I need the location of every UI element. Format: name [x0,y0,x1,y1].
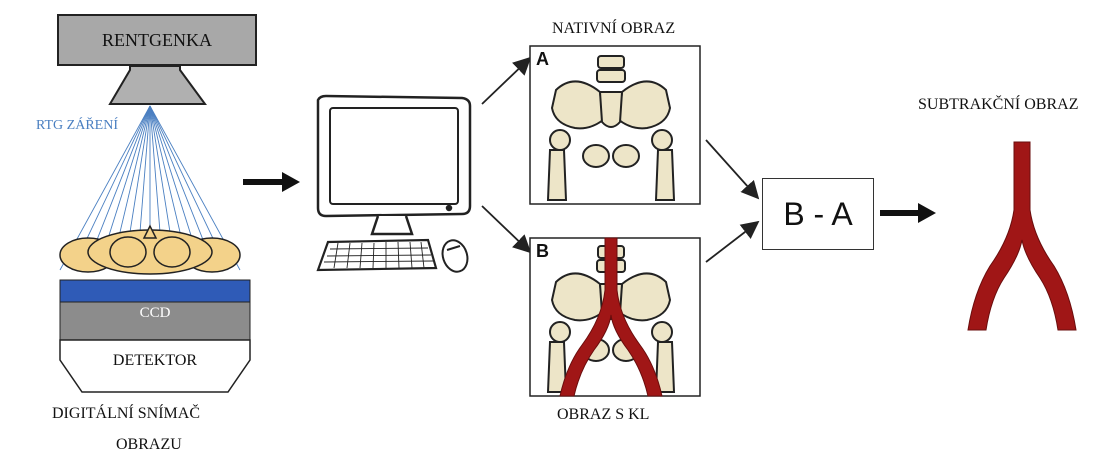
arrow-native-to-subtraction [706,140,758,198]
detector-label: DETEKTOR [60,352,250,370]
panel-contrast-image [530,238,700,396]
radiation-label: RTG ZÁŘENÍ [36,118,118,134]
xray-tube-label: RENTGENKA [102,30,212,51]
detector-caption-line2: OBRAZU [116,436,182,454]
xray-tube-label-box: RENTGENKA [57,14,257,66]
arrow-subtraction-to-result [880,203,936,223]
subtraction-operation-label: B - A [783,196,852,233]
detector-caption-line1: DIGITÁLNÍ SNÍMAČ [52,405,200,423]
subtraction-operation-box: B - A [762,178,874,250]
subtraction-image-title: SUBTRAKČNÍ OBRAZ [918,96,1078,114]
keyboard-icon [318,240,436,270]
panel-native-image [530,46,700,204]
arrow-detector-to-computer [243,172,300,192]
arrow-to-native [482,58,530,104]
native-image-title: NATIVNÍ OBRAZ [552,20,675,38]
ccd-strip [60,280,250,302]
mouse-icon [439,237,472,275]
arrow-contrast-to-subtraction [706,222,758,262]
subtraction-vessel [968,142,1076,330]
arrow-to-contrast [482,206,530,252]
contrast-image-caption: OBRAZ S KL [557,406,649,424]
computer-icon [318,96,470,234]
xray-tube-nozzle [110,66,205,104]
native-panel-letter: A [536,49,549,70]
ccd-label: CCD [60,305,250,322]
patient-cross-section [60,226,240,274]
contrast-panel-letter: B [536,241,549,262]
